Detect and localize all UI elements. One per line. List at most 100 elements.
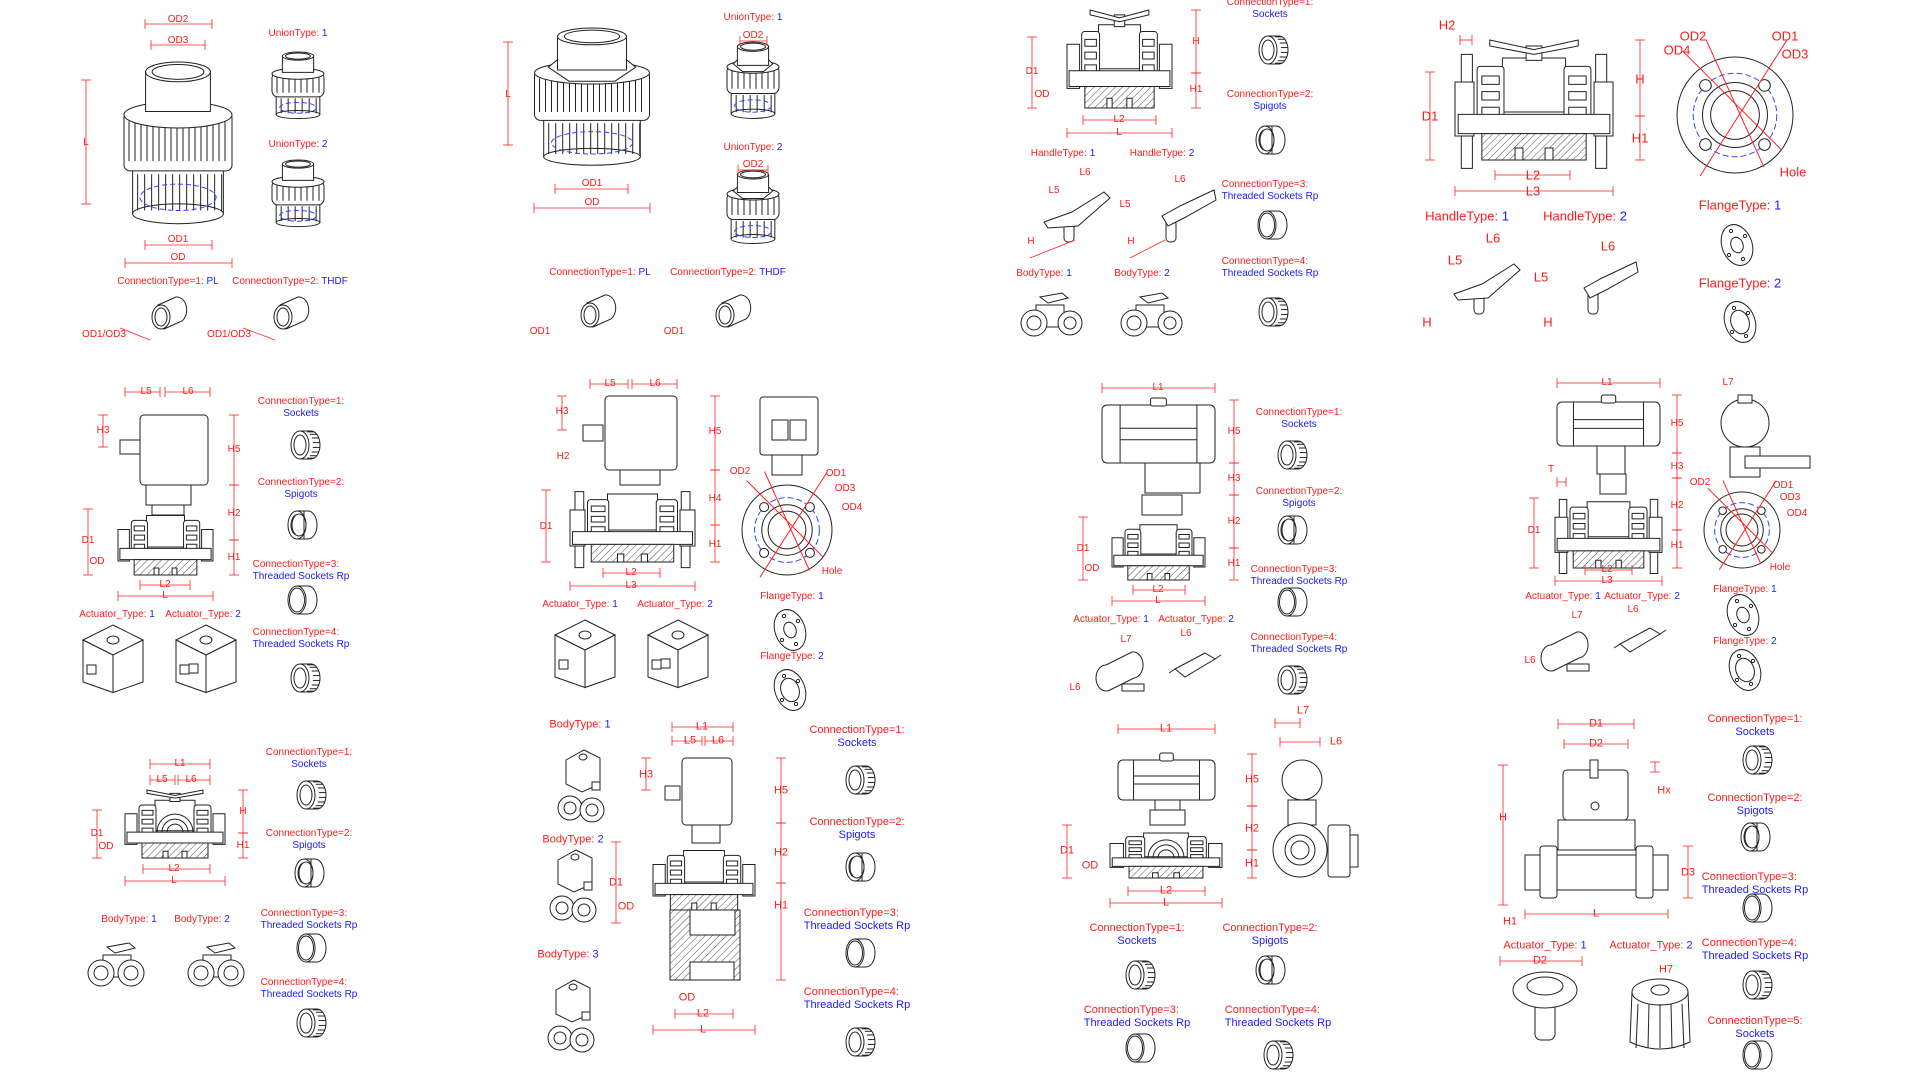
dimension-lines [1498,719,1693,966]
connection-type-label: ConnectionType=3: [1701,871,1797,883]
dimension-label: L [83,137,89,148]
dimension-label: H2 [1244,822,1260,835]
connection-type-caption: ConnectionType=4:Threaded Sockets Rp [1225,1005,1331,1029]
connection-type-caption: ConnectionType=2: THDF [670,268,786,278]
dimension-label: H [1499,811,1507,824]
handle-type-value: 2 [1188,148,1195,159]
dimension-label: H3 [1670,461,1684,472]
connection-type-label: ConnectionType=2: [1707,792,1803,804]
handle-type-caption: HandleType: 2 [1543,210,1627,223]
dimension-label: Hole [1779,164,1807,180]
dimension-label: H [1422,314,1432,330]
actuator-type-value: 2 [1674,591,1680,602]
dimension-label: H1 [1227,558,1241,569]
connection-type-caption: ConnectionType=1:Sockets [258,397,344,419]
body-type-label: BodyType: [549,718,602,731]
dimension-label: H1 [1189,84,1203,95]
dimension-label: L6 [649,378,661,389]
body-type-label: BodyType: [542,833,595,846]
handle-type-label: HandleType: [1030,148,1087,159]
socket-fitting [1743,971,1772,999]
solenoid-body-variant [550,850,596,922]
dimension-label: L2 [1113,114,1125,125]
flange-type-label: FlangeType: [1713,636,1769,647]
body-type-label: BodyType: [1016,268,1064,279]
dimension-label: H4 [708,493,722,504]
dimension-label: OD1 [581,178,603,189]
dimension-label: H [239,806,247,817]
connection-type-caption: ConnectionType=3:Threaded Sockets Rp [804,908,910,932]
dimension-label: L1 [1152,382,1164,393]
dimension-label: OD4 [1786,508,1808,519]
connection-type-value: Threaded Sockets Rp [1221,191,1319,202]
valve-section [118,516,213,576]
flange-type-value: 1 [818,591,824,602]
connection-type-caption: ConnectionType=1:Sockets [1707,714,1802,738]
flange-type-label: FlangeType: [1713,584,1769,595]
actuator-type-label: Actuator_Type: [165,609,233,620]
valve-section [653,851,755,911]
actuator-type-value: 2 [707,599,713,610]
dimension-label: H3 [1227,473,1241,484]
valve-section [1112,525,1205,580]
dimension-label: L7 [1120,634,1132,645]
connection-type-value: Threaded Sockets Rp [1221,268,1319,279]
dimension-lines [1078,383,1239,606]
dimension-label: D2 [1532,954,1548,967]
socket-fitting [1259,36,1288,64]
actuator-type-caption: Actuator_Type: 2 [1158,615,1234,625]
connection-type-caption: ConnectionType=3:Threaded Sockets Rp [261,909,358,931]
handle-type-value: 2 [1619,208,1627,224]
connection-type-caption: ConnectionType=4:Threaded Sockets Rp [1251,633,1348,655]
socket-fitting [1264,1041,1293,1069]
dimension-lines [83,387,239,601]
connection-type-label: ConnectionType=5: [1707,1015,1803,1027]
connection-type-label: ConnectionType=2: [257,477,345,488]
socket-fitting [846,1028,875,1056]
spigot-fitting [1256,126,1285,154]
union-type-caption: UnionType: 2 [724,143,783,153]
connection-type-caption: ConnectionType=3:Threaded Sockets Rp [253,560,350,582]
dimension-label: L2 [625,567,637,578]
dimension-label: OD3 [1781,46,1809,62]
dimension-label: L1 [1601,377,1613,388]
dimension-label: L5 [140,386,152,397]
dimension-label: D3 [1680,866,1696,879]
dimension-label: D1 [1421,108,1439,124]
dimension-label: L [1116,127,1122,138]
dimension-label: OD [1084,563,1100,574]
dimension-label: D1 [539,521,553,532]
dimension-label: OD2 [1679,28,1707,44]
dimension-label: L [699,1023,707,1036]
connection-type-caption: ConnectionType=4:Threaded Sockets Rp [804,987,910,1011]
dimension-label: L5 [1533,269,1549,285]
connection-type-label: ConnectionType=4: [1224,1004,1320,1016]
socket-fitting [1259,298,1288,326]
threaded-socket-fitting [1278,588,1307,616]
dimension-label: OD1 [167,234,189,245]
dimension-label: OD2 [742,30,764,41]
solenoid-actuator [555,620,615,688]
dimension-label: H [1192,36,1200,47]
dimension-label: H1 [1502,915,1518,928]
dimension-label: L2 [1601,564,1613,575]
dimension-label: L1 [1159,722,1173,735]
actuator-type-caption: Actuator_Type: 1 [1503,940,1586,952]
dimension-label: H5 [773,784,789,797]
connection-type-value: Spigots [284,489,318,500]
dimension-label: D1 [608,876,624,889]
connection-type-value: THDF [321,276,348,287]
dimension-label: OD1 [663,326,685,337]
actuator-type-value: 2 [235,609,241,620]
small-flange [1719,297,1762,347]
dimension-label: L5 [1048,185,1060,196]
dimension-label: L3 [1525,183,1541,199]
dimension-lines [541,379,720,591]
dimension-label: L2 [159,579,171,590]
dimension-label: L5 [1119,199,1131,210]
dimension-label: L3 [625,580,637,591]
dimension-label: L6 [185,774,197,785]
connection-type-caption: ConnectionType=2:Spigots [1707,793,1802,817]
small-pneumatic-actuator [1169,653,1221,677]
connection-type-caption: ConnectionType=3:Threaded Sockets Rp [1702,872,1808,896]
